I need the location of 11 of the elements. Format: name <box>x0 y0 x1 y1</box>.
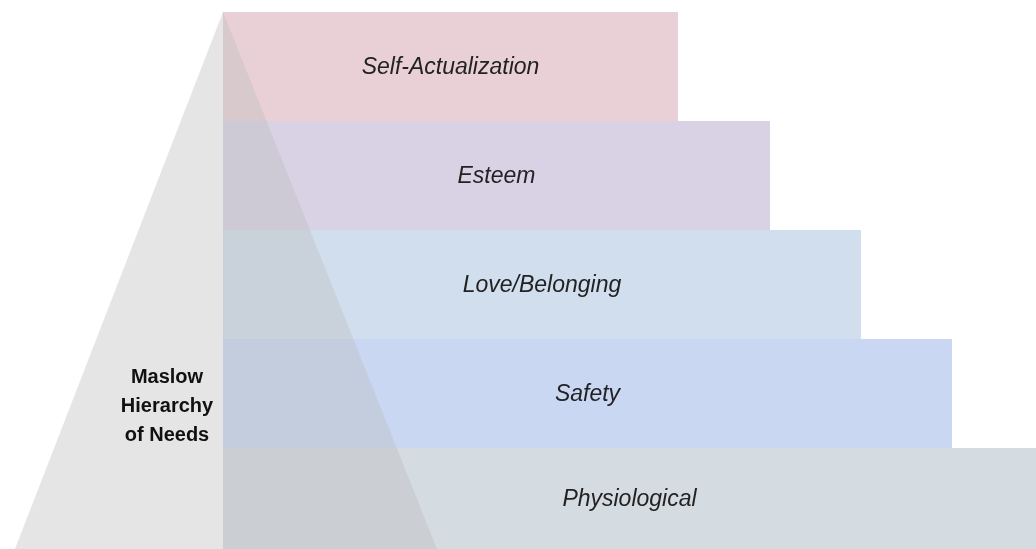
pyramid-level-bar <box>223 230 861 339</box>
pyramid-level-bar <box>223 339 952 448</box>
pyramid-level-bar <box>223 121 770 230</box>
level-label: Self-Actualization <box>360 52 541 80</box>
level-label: Physiological <box>561 484 698 512</box>
pyramid-title: Maslow Hierarchy of Needs <box>119 364 215 447</box>
pyramid-level-bar <box>223 448 1036 549</box>
pyramid-level-bar <box>223 12 678 121</box>
level-label: Esteem <box>456 161 537 189</box>
level-label: Love/Belonging <box>461 270 623 298</box>
level-label: Safety <box>553 379 622 407</box>
